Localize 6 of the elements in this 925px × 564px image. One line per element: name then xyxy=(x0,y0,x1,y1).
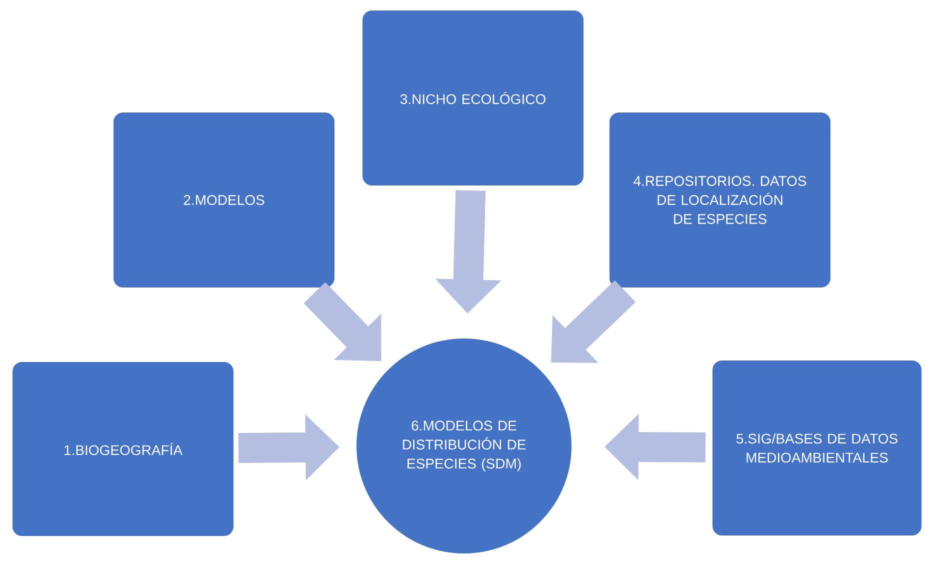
process-box: 3.NICHO ECOLÓGICO xyxy=(362,10,584,186)
process-box: 2.MODELOS xyxy=(112,112,336,288)
process-box: 1.BIOGEOGRAFÍA xyxy=(12,361,234,537)
circle-node: 6.MODELOS DE DISTRIBUCIÓN DE ESPECIES (SDM) xyxy=(356,338,572,554)
process-box: 5.SIG/BASES DE DATOS MEDIOAMBIENTALES xyxy=(712,360,922,536)
process-box: 4.REPOSITORIOS. DATOS DE LOCALIZACIÓN DE ESPECIES xyxy=(608,112,832,288)
